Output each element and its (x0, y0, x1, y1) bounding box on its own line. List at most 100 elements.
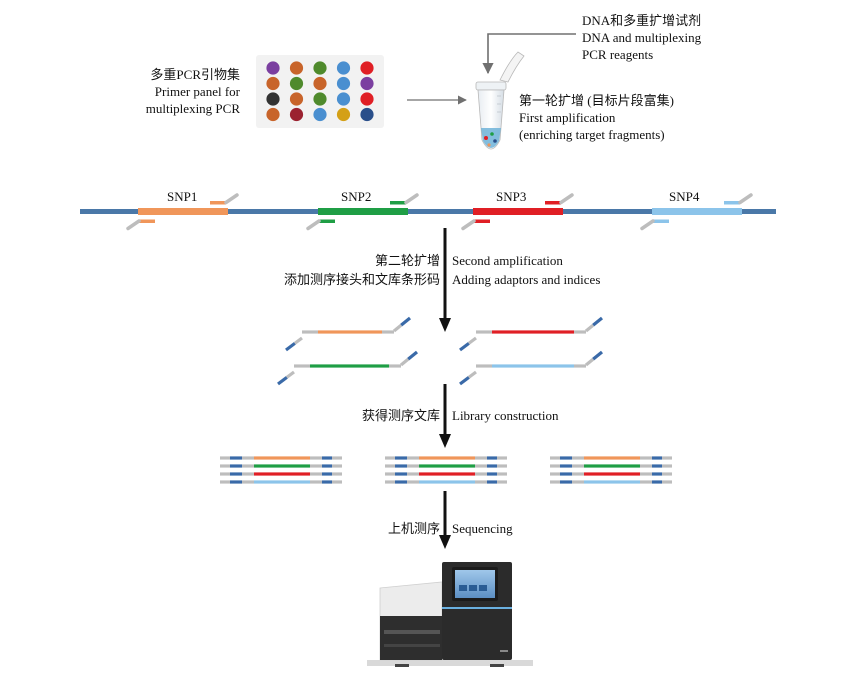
primer-panel-label-cn: 多重PCR引物集 (150, 67, 240, 82)
library-read-segment (584, 472, 640, 476)
forward-primer (545, 201, 561, 205)
forward-primer (390, 201, 406, 205)
library-read-segment (550, 472, 560, 476)
primer-tail (738, 193, 753, 205)
library-read-segment (310, 456, 322, 460)
second-amp-label-en-2: Adding adaptors and indices (452, 272, 601, 287)
dna-strand (80, 209, 776, 214)
library-read-segment (419, 464, 475, 468)
adaptor-segment (574, 330, 586, 334)
adaptor-segment (302, 330, 318, 334)
index-segment (592, 350, 604, 361)
library-read-segment (332, 480, 342, 484)
reagent-arrow (482, 33, 576, 75)
primer-panel-label-en-2: multiplexing PCR (145, 101, 240, 116)
library-read-segment (385, 464, 395, 468)
library-read-segment (385, 480, 395, 484)
library-read-segment (640, 480, 652, 484)
library-read-segment (550, 456, 560, 460)
library-read-segment (662, 456, 672, 460)
library-read-segment (242, 456, 254, 460)
index-segment (285, 342, 296, 352)
adaptor-segment (476, 364, 492, 368)
second-amp-label-cn-2: 添加测序接头和文库条形码 (283, 272, 440, 287)
library-read-segment (640, 456, 652, 460)
adaptor-segment (389, 364, 401, 368)
genome-strand (80, 193, 776, 231)
library-read-segment (497, 480, 507, 484)
reverse-primer (139, 219, 155, 223)
primer-dot (289, 76, 304, 91)
primer-tail (404, 193, 419, 205)
library-read-segment (640, 464, 652, 468)
snp-label-3: SNP3 (496, 189, 526, 204)
reagents-label-en-1: DNA and multiplexing (582, 30, 702, 45)
first-amp-label-cn: 第一轮扩增 (目标片段富集) (519, 93, 674, 108)
index-segment (459, 376, 470, 386)
library-read-segment (407, 480, 419, 484)
library-read-segment (572, 456, 584, 460)
library-read-segment (560, 472, 572, 476)
library-read-segment (395, 464, 407, 468)
amplicon-insert (310, 364, 389, 368)
library-read-segment (475, 472, 487, 476)
primer-dot (313, 76, 327, 91)
library-read-segment (230, 472, 242, 476)
library-read-segment (487, 464, 497, 468)
second-amp-arrow-head (439, 318, 451, 332)
reverse-primer (653, 219, 669, 223)
library-read-segment (242, 472, 254, 476)
first-amp-label-en-1: First amplification (519, 110, 616, 125)
primer-dot (336, 92, 351, 106)
adaptor-segment (467, 370, 477, 379)
sequencer-icon (367, 562, 533, 667)
library-read-segment (395, 456, 407, 460)
library-read-segment (395, 472, 407, 476)
index-segment (459, 342, 470, 352)
primer-tail (126, 219, 141, 231)
adaptor-segment (584, 357, 595, 367)
primer-dot (266, 76, 280, 91)
library-read-segment (220, 464, 230, 468)
primer-dot (360, 76, 374, 91)
library-read-segment (332, 456, 342, 460)
library-read-segment (560, 480, 572, 484)
pcr-tube-icon (475, 51, 525, 150)
library-read-segment (497, 464, 507, 468)
library-read-segment (230, 456, 242, 460)
second-amp-label-en-1: Second amplification (452, 253, 563, 268)
library-read-segment (322, 480, 332, 484)
primer-dot (289, 61, 304, 75)
primer-dot (313, 92, 327, 106)
primer-dot (313, 61, 327, 75)
adaptor-segment (467, 336, 477, 345)
library-read-segment (254, 464, 310, 468)
snp-label-4: SNP4 (669, 189, 700, 204)
forward-primer (210, 201, 226, 205)
library-read-segment (584, 480, 640, 484)
adaptor-segment (574, 364, 586, 368)
library-read-segment (407, 464, 419, 468)
library-read-segment (230, 480, 242, 484)
library-read-segment (254, 480, 310, 484)
library-read-segment (332, 472, 342, 476)
library-read-segment (652, 480, 662, 484)
snp-label-2: SNP2 (341, 189, 371, 204)
library-read-segment (310, 464, 322, 468)
index-segment (407, 350, 419, 361)
library-read-segment (487, 472, 497, 476)
library-read-segment (662, 480, 672, 484)
adaptor-segment (399, 357, 410, 367)
library-read-segment (487, 480, 497, 484)
library-read-segment (652, 464, 662, 468)
primer-tail (306, 219, 321, 231)
library-read-segment (220, 456, 230, 460)
library-read-segment (230, 464, 242, 468)
library-read-segment (550, 464, 560, 468)
adaptor-segment (294, 364, 310, 368)
library-read-segment (254, 456, 310, 460)
library-read-segment (662, 464, 672, 468)
forward-primer (724, 201, 740, 205)
amplicon-insert (492, 364, 574, 368)
